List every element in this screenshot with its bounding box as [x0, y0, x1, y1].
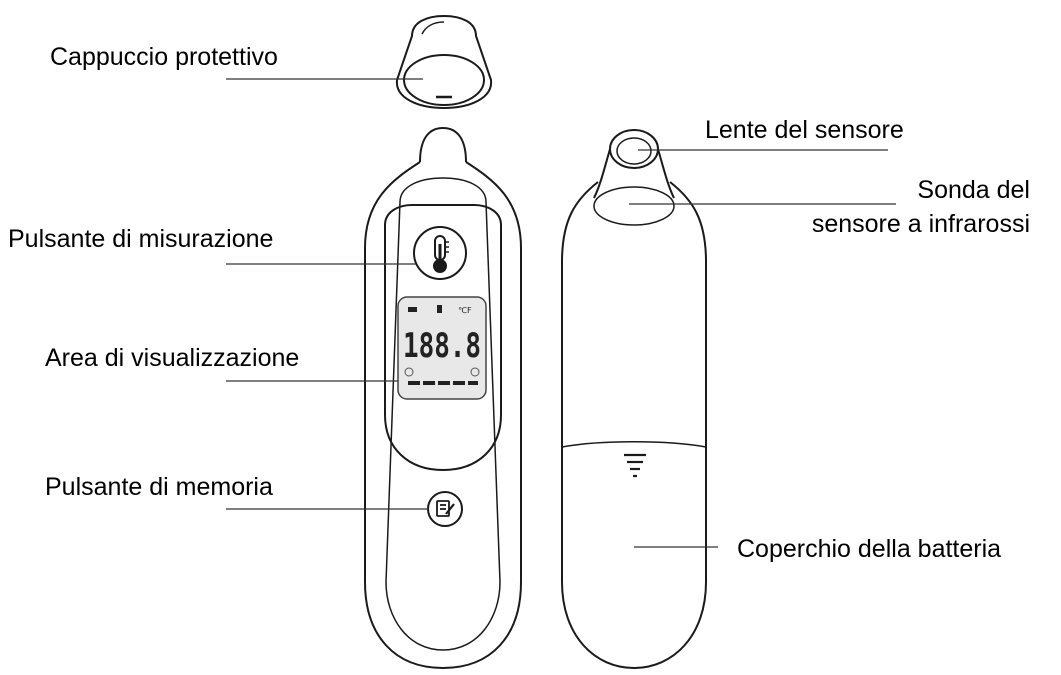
ok-face-icon: [470, 367, 480, 377]
cap-label: Cappuccio protettivo: [50, 43, 278, 71]
memo-pen-icon: [436, 500, 455, 517]
back-body: [561, 129, 707, 670]
battery-indicator-icon: [408, 307, 417, 312]
lens-label: Lente del sensore: [705, 116, 904, 144]
display-area-label: Area di visualizzazione: [45, 344, 300, 372]
lcd-display: ℃F 188.8: [397, 296, 487, 400]
happy-face-icon: [404, 367, 414, 377]
measure-button[interactable]: [413, 226, 467, 280]
measure-button-label: Pulsante di misurazione: [8, 225, 274, 253]
memory-button-label: Pulsante di memoria: [45, 473, 273, 501]
unit-indicator: ℃F: [458, 306, 472, 315]
down-arrow-icon: [624, 453, 646, 478]
battery-cover-label: Coperchio della batteria: [737, 535, 1002, 563]
memory-indicator-icon: [437, 305, 442, 313]
probe-label-line2: sensore a infrarossi: [811, 210, 1030, 238]
leader-lines: [226, 78, 896, 548]
level-bar: [408, 381, 478, 385]
thermometer-icon: [433, 235, 449, 273]
memory-button[interactable]: [427, 491, 463, 527]
temperature-reading: 188.8: [403, 326, 481, 366]
probe-label-line1: Sonda del: [917, 176, 1030, 204]
front-body: [364, 126, 522, 670]
protective-cap: [395, 14, 493, 110]
